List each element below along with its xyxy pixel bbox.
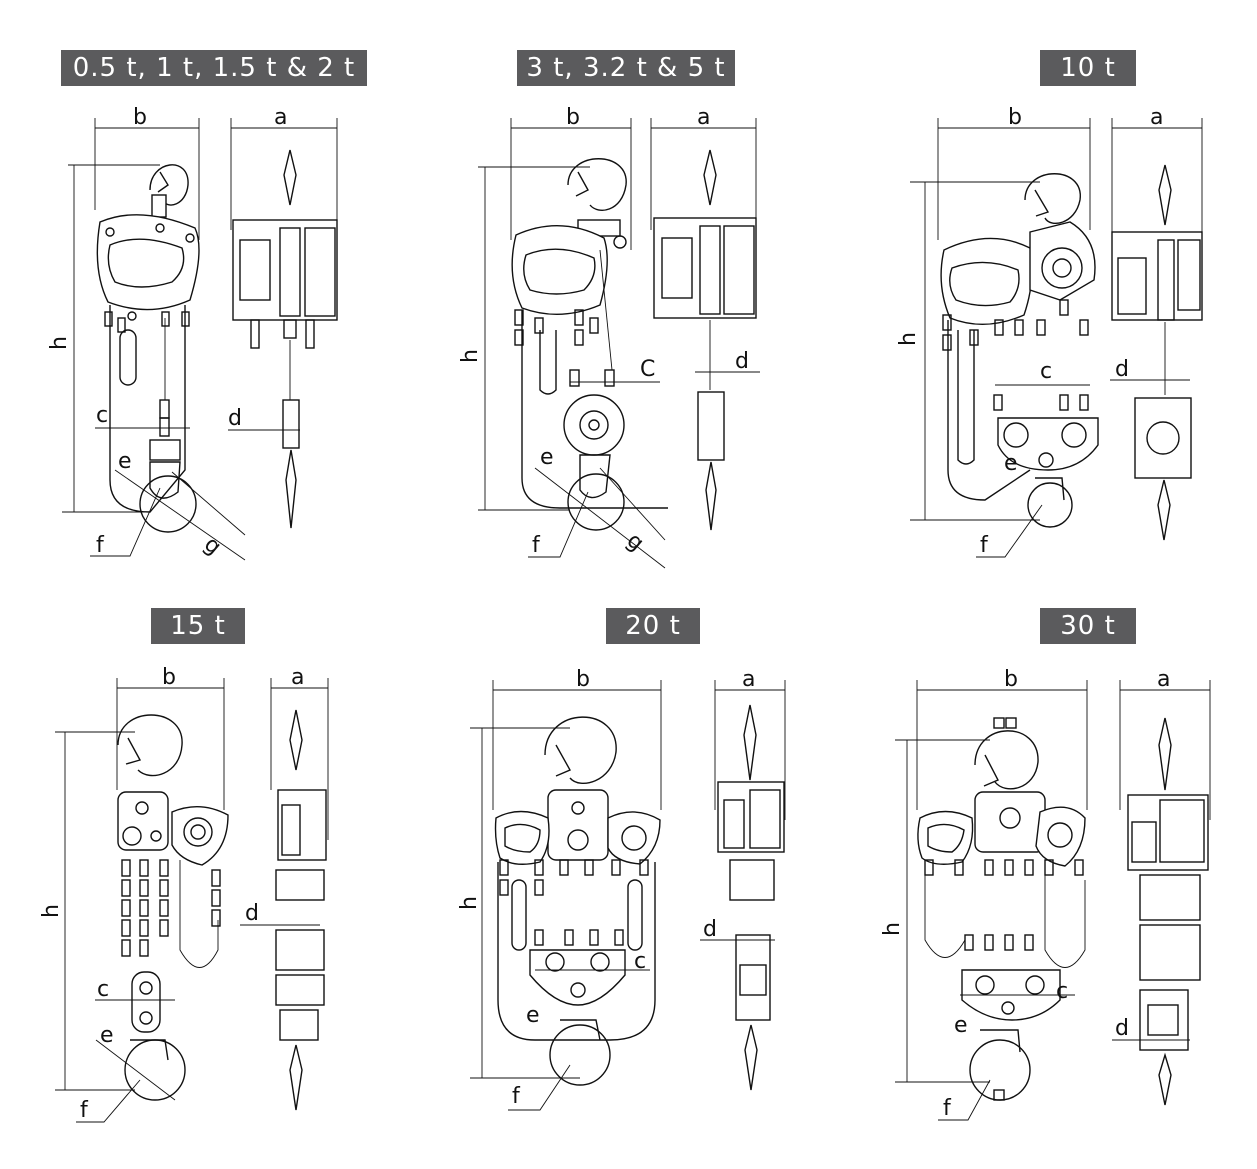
dim-label-f: f <box>980 533 989 558</box>
dim-label-h: h <box>47 336 72 350</box>
dim-label-d: d <box>1115 1016 1129 1041</box>
dim-label-e: e <box>100 1023 114 1048</box>
dim-label-c: c <box>1040 359 1052 384</box>
dim-label-f: f <box>532 533 541 558</box>
dim-label-d: d <box>228 406 242 431</box>
dim-label-h: h <box>458 349 483 363</box>
dim-label-b: b <box>133 105 147 130</box>
capacity-tag-10t: 10 t <box>1040 50 1136 86</box>
dim-label-b: b <box>162 665 176 690</box>
capacity-tag-30t: 30 t <box>1040 608 1136 644</box>
dim-label-d: d <box>735 349 749 374</box>
dim-label-d: d <box>245 901 259 926</box>
dim-label-e: e <box>526 1003 540 1028</box>
dim-label-f: f <box>96 533 105 558</box>
dim-label-e: e <box>118 449 132 474</box>
dim-label-a: a <box>291 665 304 690</box>
dim-label-a: a <box>742 667 755 692</box>
capacity-tag-3-5t: 3 t, 3.2 t & 5 t <box>517 50 735 86</box>
dim-label-b: b <box>1008 105 1022 130</box>
dim-label-f: f <box>512 1084 521 1109</box>
dim-label-h: h <box>39 904 64 918</box>
dim-label-e: e <box>540 445 554 470</box>
dim-label-h: h <box>880 922 905 936</box>
capacity-tag-0-5-2t: 0.5 t, 1 t, 1.5 t & 2 t <box>61 50 367 86</box>
dim-label-d: d <box>1115 357 1129 382</box>
dim-label-a: a <box>274 105 287 130</box>
dim-label-c: c <box>96 403 108 428</box>
dim-label-h: h <box>896 332 921 346</box>
dim-label-a: a <box>697 105 710 130</box>
dim-label-b: b <box>1004 667 1018 692</box>
dim-label-f: f <box>943 1096 952 1121</box>
capacity-tag-15t: 15 t <box>151 608 245 644</box>
dim-label-h: h <box>457 896 482 910</box>
capacity-tag-20t: 20 t <box>606 608 700 644</box>
dim-label-e: e <box>954 1013 968 1038</box>
dim-label-a: a <box>1157 667 1170 692</box>
dim-label-b: b <box>566 105 580 130</box>
dim-label-c: c <box>97 977 109 1002</box>
dim-label-d: d <box>703 917 717 942</box>
dim-label-b: b <box>576 667 590 692</box>
dim-label-a: a <box>1150 105 1163 130</box>
dim-label-f: f <box>80 1098 89 1123</box>
dim-label-e: e <box>1004 451 1018 476</box>
dim-label-c: c <box>1056 979 1068 1004</box>
dim-label-c: C <box>640 357 655 382</box>
dim-label-c: c <box>634 949 646 974</box>
